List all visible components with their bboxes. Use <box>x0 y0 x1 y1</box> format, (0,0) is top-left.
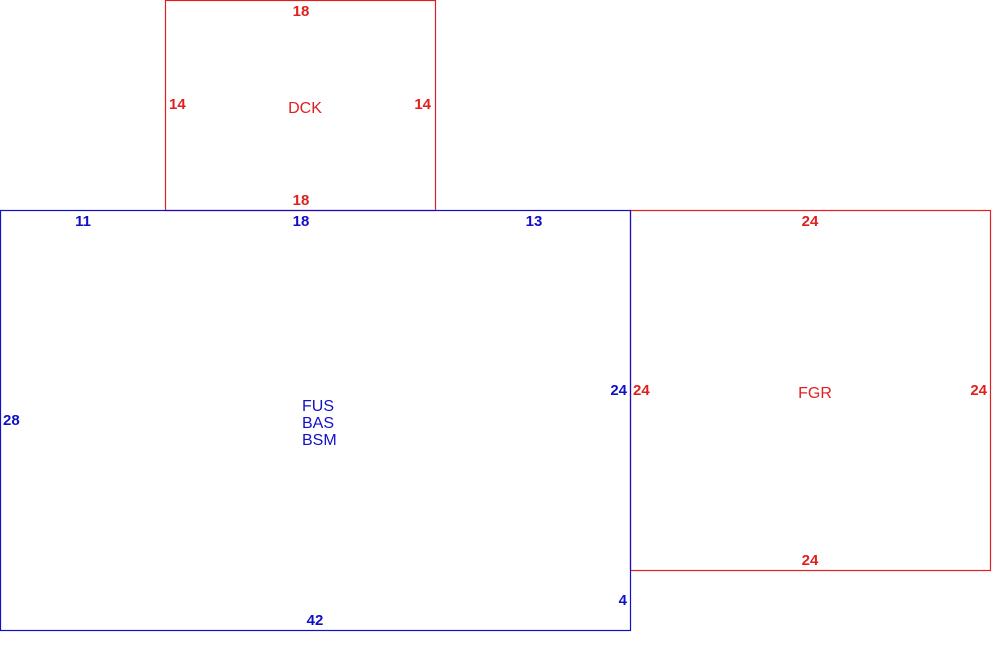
main-dim-right-lower: 4 <box>619 592 628 609</box>
fgr-dim-left: 24 <box>633 382 650 399</box>
main-label-bas: BAS <box>302 415 334 432</box>
main-label-bsm: BSM <box>302 432 337 449</box>
main-dim-right-upper: 24 <box>610 382 627 399</box>
main-structure: 11 18 13 28 24 4 42 FUS BAS BSM <box>0 209 632 632</box>
fgr-dim-right: 24 <box>970 382 987 399</box>
main-dim-bottom: 42 <box>307 612 324 629</box>
dck-dim-bottom: 18 <box>293 192 310 209</box>
dck-area: 18 14 14 18 DCK <box>164 0 437 212</box>
fgr-dim-top: 24 <box>802 213 819 230</box>
main-dim-left: 28 <box>3 412 20 429</box>
main-dim-top-left: 11 <box>75 213 91 230</box>
main-outline <box>0 209 632 632</box>
fgr-label: FGR <box>798 385 832 402</box>
main-dim-top-mid: 18 <box>293 213 310 230</box>
dck-dim-left: 14 <box>169 96 186 113</box>
dck-label: DCK <box>288 100 322 117</box>
dck-dim-top: 18 <box>293 3 310 20</box>
dck-dim-right: 14 <box>414 96 431 113</box>
main-label-fus: FUS <box>302 398 334 415</box>
fgr-dim-bottom: 24 <box>802 552 819 569</box>
main-dim-top-right: 13 <box>526 213 543 230</box>
fgr-area: 24 24 24 24 FGR <box>629 209 992 572</box>
